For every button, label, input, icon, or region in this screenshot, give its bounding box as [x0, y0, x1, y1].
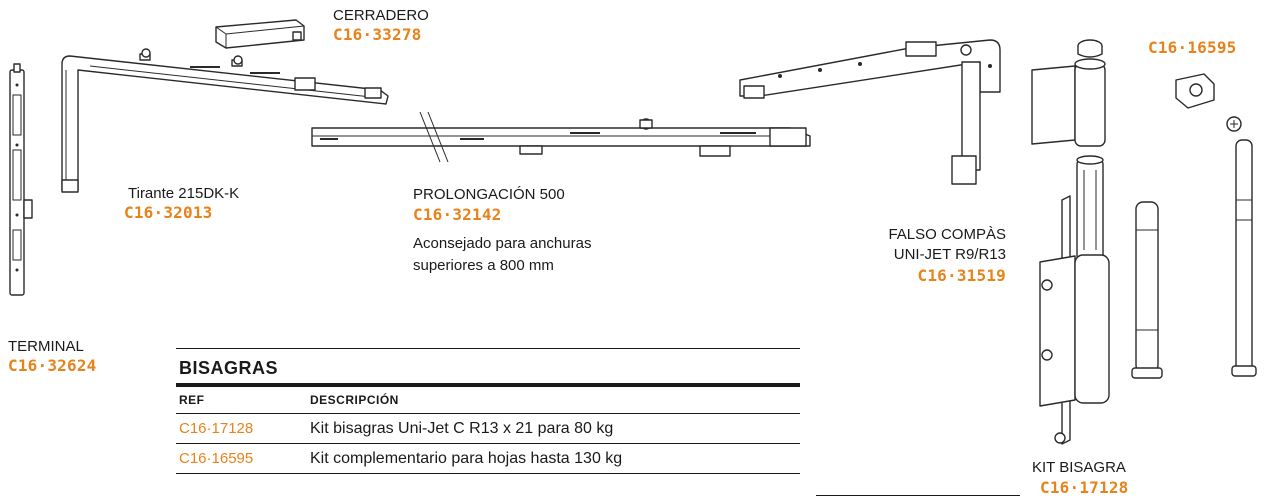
table-title-rule [176, 383, 800, 387]
row-ref: C16·17128 [179, 420, 254, 437]
bisagras-table: BISAGRAS REF DESCRIPCIÓN C16·17128 Kit b… [176, 348, 800, 474]
row-descripcion: Kit complementario para hojas hasta 130 … [310, 449, 623, 467]
table-top-rule [176, 348, 800, 349]
table-row: C16·16595 Kit complementario para hojas … [176, 444, 800, 474]
row-ref: C16·16595 [179, 450, 254, 467]
prolongacion-drawing [311, 111, 811, 163]
cerradero-label: CERRADERO [333, 7, 429, 24]
header-descripcion: DESCRIPCIÓN [310, 393, 399, 407]
prolongacion-note-line2: superiores a 800 mm [413, 257, 554, 274]
tirante-drawing [61, 48, 389, 193]
kit-bisagra-label: KIT BISAGRA [1032, 459, 1126, 476]
kit-complementario-code: C16·16595 [1148, 38, 1237, 57]
cerradero-code: C16·33278 [333, 25, 422, 44]
terminal-drawing [9, 63, 33, 296]
cerradero-drawing [215, 19, 305, 49]
terminal-code: C16·32624 [8, 356, 97, 375]
kit-bisagra-code: C16·17128 [1040, 478, 1129, 497]
table-row: C16·17128 Kit bisagras Uni-Jet C R13 x 2… [176, 414, 800, 444]
row-descripcion: Kit bisagras Uni-Jet C R13 x 21 para 80 … [310, 419, 614, 437]
terminal-label: TERMINAL [8, 338, 84, 355]
prolongacion-code: C16·32142 [413, 205, 502, 224]
table-header-row: REF DESCRIPCIÓN [176, 387, 800, 414]
table-title: BISAGRAS [179, 358, 279, 378]
prolongacion-label: PROLONGACIÓN 500 [413, 186, 565, 203]
falso-compas-drawing [739, 39, 1001, 185]
header-ref: REF [179, 393, 205, 407]
kit-bisagra-drawing [1031, 39, 1257, 445]
falso-compas-code: C16·31519 [917, 266, 1006, 285]
falso-compas-label-line2: UNI-JET R9/R13 [893, 246, 1006, 263]
falso-compas-label-line1: FALSO COMPÀS [888, 226, 1006, 243]
divider-line [816, 495, 1020, 496]
tirante-code: C16·32013 [124, 203, 213, 222]
prolongacion-note-line1: Aconsejado para anchuras [413, 235, 592, 252]
tirante-label: Tirante 215DK-K [128, 185, 240, 202]
